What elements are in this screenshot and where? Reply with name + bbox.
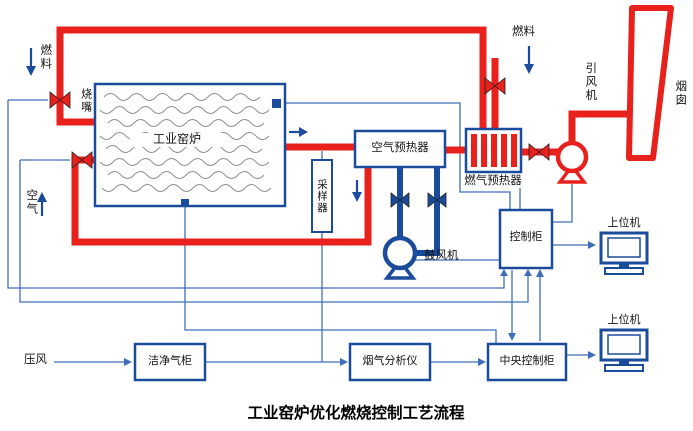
screen bbox=[607, 237, 641, 258]
keyboard bbox=[604, 364, 644, 372]
pipes-blue bbox=[397, 167, 440, 256]
arrowhead-down-central bbox=[508, 333, 516, 341]
arrowhead-into-cleangas bbox=[124, 358, 132, 366]
flame-lines bbox=[99, 93, 272, 192]
air-label: 空气 bbox=[25, 189, 38, 216]
fan-stand bbox=[556, 163, 588, 184]
air-preheater-label: 空气预热器 bbox=[371, 142, 429, 154]
flue-gas-analyzer-box bbox=[348, 342, 432, 382]
clean-gas-cabinet-box bbox=[133, 342, 207, 382]
signal-lines bbox=[7, 99, 596, 366]
clean-gas-cabinet-label: 洁净气柜 bbox=[148, 355, 192, 367]
screen bbox=[607, 334, 641, 355]
signal-left-loop-2 bbox=[19, 160, 529, 303]
kiln-top-sensor bbox=[272, 99, 281, 108]
blower-symbol bbox=[382, 235, 418, 280]
signal-left-loop-1 bbox=[7, 100, 505, 289]
valves bbox=[49, 77, 550, 208]
burner-label: 烧嘴 bbox=[79, 88, 92, 114]
heat-stripe bbox=[501, 134, 507, 167]
fuel-right-arrow-down bbox=[524, 64, 534, 74]
signal-kiln-bottom-sensor bbox=[184, 207, 497, 344]
flue-arrow-right bbox=[299, 127, 308, 137]
chimney-label: 烟囱 bbox=[674, 80, 687, 107]
flow-arrows bbox=[26, 46, 534, 216]
sampler-box bbox=[311, 159, 333, 233]
blower-circle bbox=[382, 235, 418, 271]
gas-preheater-label: 燃气预热器 bbox=[464, 175, 522, 187]
keyboard bbox=[604, 267, 644, 275]
duct-blower-riser-2 bbox=[416, 167, 440, 256]
flue-gas-analyzer-label: 烟气分析仪 bbox=[362, 355, 418, 367]
pipe-fan-to-chimney bbox=[568, 110, 633, 146]
diagram-title: 工业窑炉优化燃烧控制工艺流程 bbox=[247, 405, 465, 422]
central-control-cabinet-box bbox=[486, 342, 568, 382]
fuel-right-label: 燃料 bbox=[512, 26, 535, 38]
fan-circle bbox=[555, 140, 589, 174]
valve-fuel-right bbox=[484, 77, 506, 95]
host-computer-bottom-label: 上位机 bbox=[607, 314, 641, 326]
fuel-left-label: 燃料 bbox=[39, 44, 52, 71]
valve-flue bbox=[528, 143, 550, 161]
induced-fan-label: 引风机 bbox=[584, 62, 597, 103]
chimney-shape bbox=[626, 5, 674, 161]
host-computer-bottom-icon bbox=[599, 328, 649, 372]
control-cabinet-label: 控制柜 bbox=[509, 231, 543, 243]
airdrop-arrow-down bbox=[352, 192, 362, 202]
arrowhead-into-analyzer bbox=[340, 358, 348, 366]
fuel-left-arrow-down bbox=[26, 66, 36, 76]
heat-stripe bbox=[491, 134, 497, 167]
arrowhead-loop2-cabinet bbox=[524, 269, 532, 276]
heat-stripe bbox=[511, 134, 517, 167]
kiln-bottom-sensor bbox=[181, 199, 189, 207]
heat-stripe bbox=[481, 134, 487, 167]
compressed-air-label: 压风 bbox=[24, 354, 47, 366]
monitor-stand bbox=[619, 263, 629, 268]
signal-kiln-top-sensor bbox=[281, 102, 511, 210]
air-arrow-up bbox=[37, 192, 47, 202]
valve-blower-2 bbox=[427, 192, 447, 208]
valve-blower-1 bbox=[390, 192, 410, 208]
arrowhead-into-host-top bbox=[588, 241, 596, 249]
arrowhead-into-central bbox=[478, 358, 486, 366]
arrowhead-loop1-cabinet bbox=[500, 269, 508, 276]
arrowhead-into-host-bottom bbox=[588, 351, 596, 359]
sampler-label: 采样器 bbox=[316, 178, 329, 214]
sampler-label-wrap: 采样器 bbox=[311, 162, 333, 230]
kiln-label: 工业窑炉 bbox=[130, 132, 224, 147]
blower-label: 鼓风机 bbox=[424, 250, 459, 262]
valve-air bbox=[71, 151, 93, 169]
pipe-fuel-loop bbox=[56, 26, 487, 129]
monitor-stand bbox=[619, 360, 629, 365]
heat-stripe bbox=[471, 134, 477, 167]
signal-fan-control bbox=[552, 184, 573, 223]
arrowhead-up-cabinet bbox=[536, 269, 544, 277]
host-computer-top-label: 上位机 bbox=[607, 217, 641, 229]
gas-preheater-box bbox=[464, 127, 523, 174]
central-control-cabinet-label: 中央控制柜 bbox=[499, 355, 555, 367]
valve-fuel-left bbox=[49, 91, 71, 109]
host-computer-top-icon bbox=[599, 231, 649, 275]
air-preheater-box bbox=[353, 129, 447, 169]
induced-fan-symbol bbox=[555, 140, 589, 184]
control-cabinet-box bbox=[498, 208, 554, 270]
